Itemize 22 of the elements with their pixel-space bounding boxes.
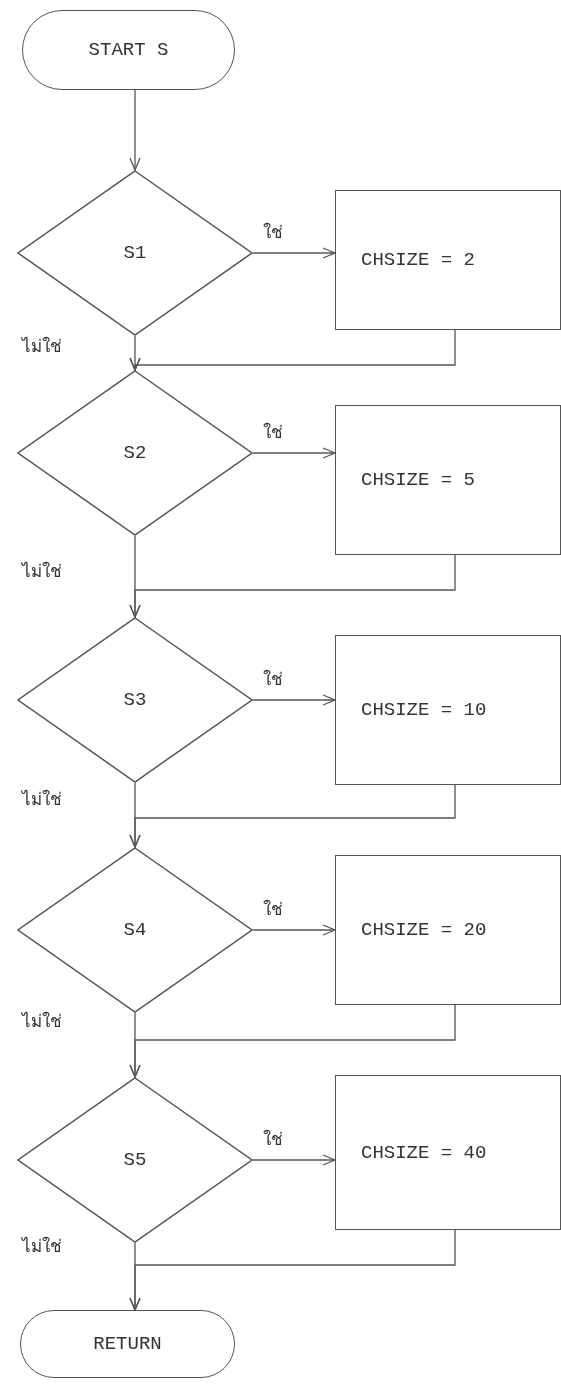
process-box: CHSIZE = 20 (335, 855, 561, 1005)
decision-diamond: S4 (17, 847, 253, 1013)
process-box: CHSIZE = 10 (335, 635, 561, 785)
arrow (252, 924, 336, 936)
arrow (129, 89, 141, 171)
process-box: CHSIZE = 2 (335, 190, 561, 330)
terminal-box: RETURN (20, 1310, 235, 1378)
process-box: CHSIZE = 40 (335, 1075, 561, 1230)
arrow (252, 1154, 336, 1166)
decision-diamond: S3 (17, 617, 253, 783)
decision-diamond: S2 (17, 370, 253, 536)
arrow (129, 1229, 456, 1311)
arrow (129, 784, 456, 848)
arrow (252, 247, 336, 259)
process-box: CHSIZE = 5 (335, 405, 561, 555)
arrow (129, 329, 456, 371)
arrow (252, 694, 336, 706)
arrow (252, 447, 336, 459)
arrow (129, 554, 456, 618)
decision-diamond: S1 (17, 170, 253, 336)
terminal-box: START S (22, 10, 235, 90)
arrow (129, 1004, 456, 1078)
